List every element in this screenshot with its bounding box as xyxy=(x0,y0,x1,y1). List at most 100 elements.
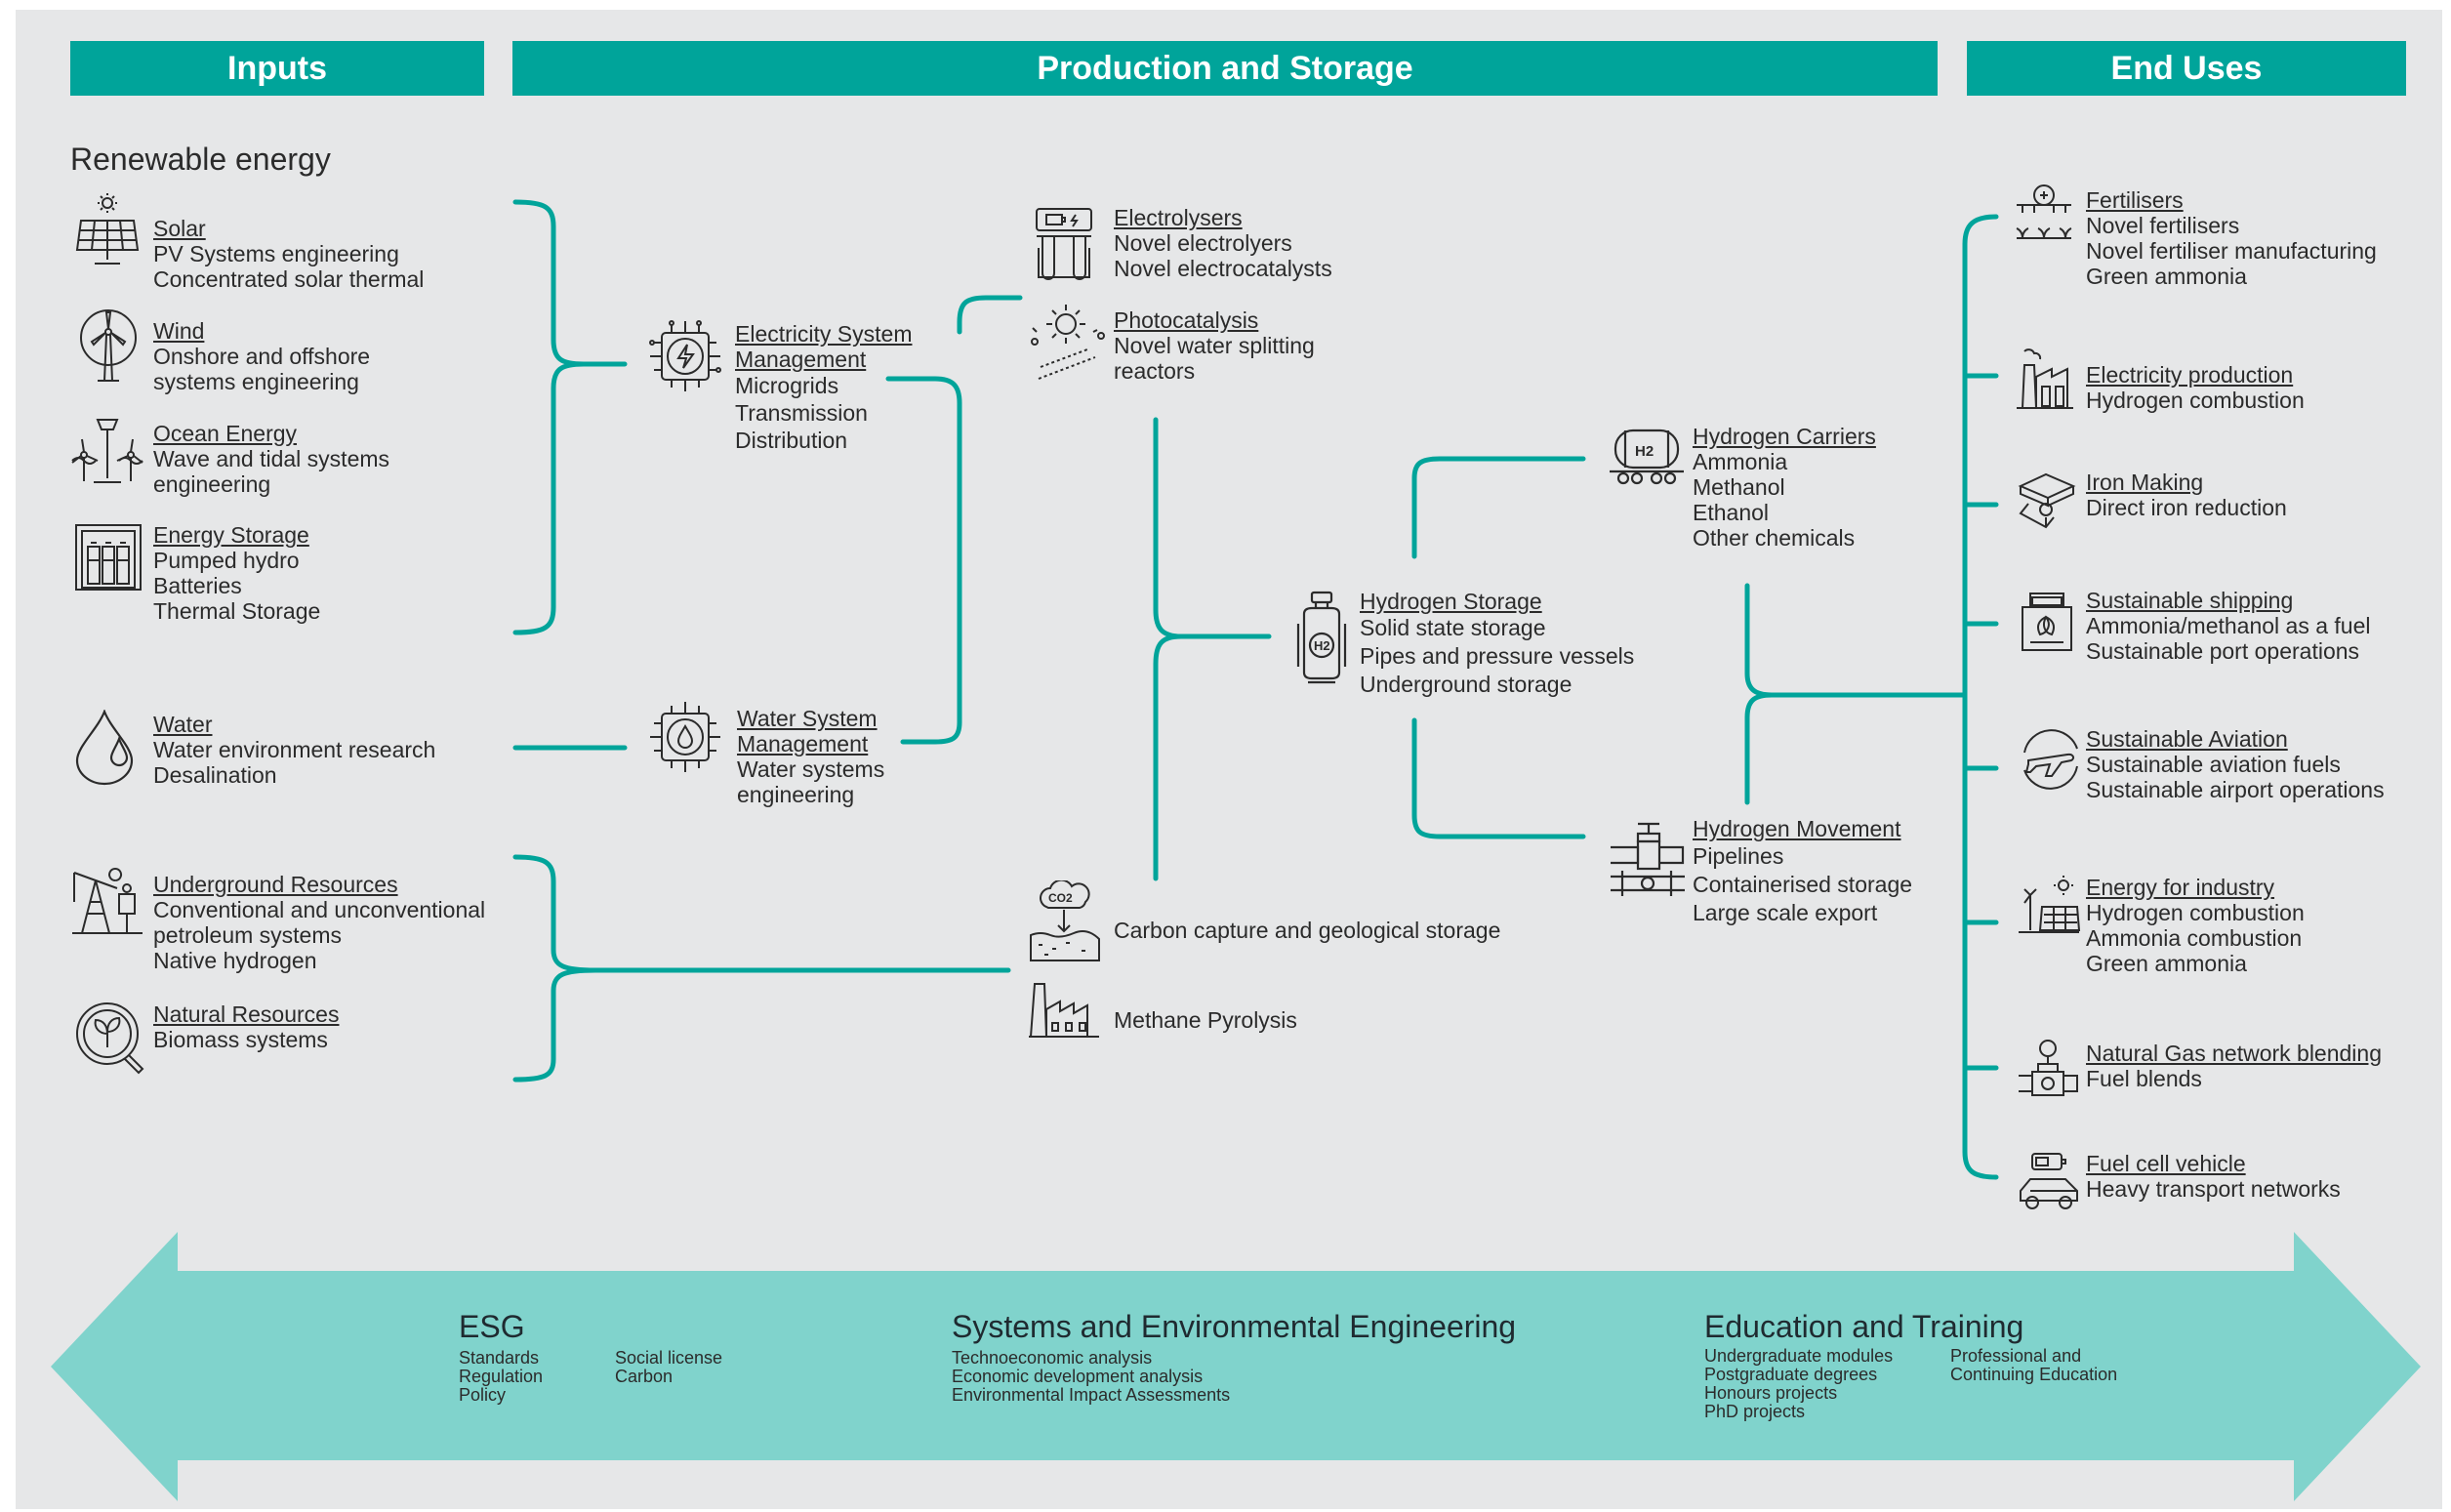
fcv-title[interactable]: Fuel cell vehicle xyxy=(2086,1151,2246,1176)
water-line-1: Water environment research xyxy=(153,737,436,762)
carriers-title[interactable]: Hydrogen Carriers xyxy=(1693,424,1876,449)
svg-text:H2: H2 xyxy=(1635,443,1654,460)
fertilisers-title[interactable]: Fertilisers xyxy=(2086,187,2184,213)
esg-col1-3: Policy xyxy=(459,1385,507,1405)
solar-line-1: PV Systems engineering xyxy=(153,241,399,266)
industry-line-2: Ammonia combustion xyxy=(2086,925,2303,951)
airplane-icon xyxy=(2019,727,2083,794)
movement-line-2: Containerised storage xyxy=(1693,872,1913,897)
h2storage-line-1: Solid state storage xyxy=(1360,615,1546,640)
gas-title[interactable]: Natural Gas network blending xyxy=(2086,1041,2382,1066)
wsm-title-2[interactable]: Management xyxy=(737,731,869,756)
photocatalysis-line-1: Novel water splitting xyxy=(1114,333,1315,358)
edu-col2-1: Professional and xyxy=(1950,1346,2082,1366)
h2storage-title[interactable]: Hydrogen Storage xyxy=(1360,589,1542,614)
esg-col1-1: Standards xyxy=(459,1348,540,1368)
end-use-electricity: Electricity production Hydrogen combusti… xyxy=(2086,362,2305,413)
end-uses-spine xyxy=(1962,214,1999,1180)
input-natural: Natural Resources Biomass systems xyxy=(153,1001,339,1052)
end-use-shipping: Sustainable shipping Ammonia/methanol as… xyxy=(2086,588,2371,664)
esg-col2-2: Carbon xyxy=(615,1367,674,1386)
production-photocatalysis: Photocatalysis Novel water splitting rea… xyxy=(1114,307,1315,384)
h2storage-line-3: Underground storage xyxy=(1360,672,1573,697)
pipeline-valve-icon xyxy=(1609,818,1685,898)
see-line-2: Economic development analysis xyxy=(952,1367,1204,1386)
renewable-brace xyxy=(512,199,628,635)
wsm-line-1: Water systems xyxy=(737,756,885,782)
underground-title[interactable]: Underground Resources xyxy=(153,872,398,897)
storage-line-2: Batteries xyxy=(153,573,242,598)
end-uses-brace xyxy=(1744,583,1967,805)
carriers-line-4: Other chemicals xyxy=(1693,525,1856,551)
esm-title-1[interactable]: Electricity System xyxy=(735,321,913,347)
shipping-line-1: Ammonia/methanol as a fuel xyxy=(2086,613,2371,638)
fuel-cell-car-icon xyxy=(2017,1152,2081,1216)
wind-title[interactable]: Wind xyxy=(153,318,205,344)
factory-icon xyxy=(1027,980,1101,1039)
h2storage-line-2: Pipes and pressure vessels xyxy=(1360,643,1635,669)
battery-storage-icon xyxy=(74,523,143,592)
natural-title[interactable]: Natural Resources xyxy=(153,1001,340,1027)
end-uses-header-label: End Uses xyxy=(2110,49,2263,87)
carriers-connector xyxy=(1411,456,1586,559)
wind-line-1: Onshore and offshore xyxy=(153,344,371,369)
shipping-title[interactable]: Sustainable shipping xyxy=(2086,588,2294,613)
production-header: Production and Storage xyxy=(512,41,1938,96)
esm-title-2[interactable]: Management xyxy=(735,347,867,372)
esg-col1-2: Regulation xyxy=(459,1367,544,1386)
end-use-aviation: Sustainable Aviation Sustainable aviatio… xyxy=(2086,726,2385,802)
ccs-text[interactable]: Carbon capture and geological storage xyxy=(1114,918,1501,943)
aviation-title[interactable]: Sustainable Aviation xyxy=(2086,726,2288,752)
industry-line-1: Hydrogen combustion xyxy=(2086,900,2305,925)
production-h2-storage: Hydrogen Storage Solid state storage Pip… xyxy=(1360,589,1634,699)
electrolysers-title[interactable]: Electrolysers xyxy=(1114,205,1243,230)
iron-title[interactable]: Iron Making xyxy=(2086,470,2204,495)
photocatalysis-title[interactable]: Photocatalysis xyxy=(1114,307,1259,333)
electric-chip-icon xyxy=(648,319,722,393)
solar-title[interactable]: Solar xyxy=(153,216,206,241)
electricity-line-1: Hydrogen combustion xyxy=(2086,388,2305,413)
tidal-turbine-icon xyxy=(70,418,144,486)
svg-text:CO2: CO2 xyxy=(1048,891,1073,905)
storage-title[interactable]: Energy Storage xyxy=(153,522,309,548)
input-solar: Solar PV Systems engineering Concentrate… xyxy=(153,216,424,292)
solar-line-2: Concentrated solar thermal xyxy=(153,266,425,292)
h2-tank-icon: H2 xyxy=(1294,591,1349,684)
production-esm: Electricity System Management Microgrids… xyxy=(735,321,912,454)
edu-col1-2: Postgraduate degrees xyxy=(1704,1365,1878,1384)
electricity-title[interactable]: Electricity production xyxy=(2086,362,2294,388)
industry-energy-icon xyxy=(2017,876,2081,934)
production-h2-carriers: Hydrogen Carriers Ammonia Methanol Ethan… xyxy=(1693,424,1876,551)
fertilisers-line-1: Novel fertilisers xyxy=(2086,213,2240,238)
shipping-line-2: Sustainable port operations xyxy=(2086,638,2360,664)
end-use-fertilisers: Fertilisers Novel fertilisers Novel fert… xyxy=(2086,187,2377,289)
carriers-line-1: Ammonia xyxy=(1693,449,1788,474)
wsm-title-1[interactable]: Water System xyxy=(737,706,878,731)
esg-col2-1: Social license xyxy=(615,1348,723,1368)
esm-line-2: Transmission xyxy=(735,400,868,426)
see-line-3: Environmental Impact Assessments xyxy=(952,1385,1231,1405)
wind-turbine-icon xyxy=(76,308,141,383)
edu-col2-2: Continuing Education xyxy=(1950,1365,2118,1384)
production-header-label: Production and Storage xyxy=(1037,49,1413,87)
iron-beam-icon xyxy=(2017,470,2077,531)
wsm-line-2: engineering xyxy=(737,782,855,807)
production-wsm: Water System Management Water systems en… xyxy=(737,706,884,807)
esg-title: ESG xyxy=(459,1309,525,1344)
underground-line-3: Native hydrogen xyxy=(153,948,317,973)
movement-title[interactable]: Hydrogen Movement xyxy=(1693,816,1901,841)
gas-valve-icon xyxy=(2017,1039,2079,1099)
storage-line-3: Thermal Storage xyxy=(153,598,321,624)
inputs-header-label: Inputs xyxy=(227,49,327,87)
industry-title[interactable]: Energy for industry xyxy=(2086,875,2275,900)
fertilisers-line-3: Green ammonia xyxy=(2086,264,2247,289)
electrolysers-line-1: Novel electrolyers xyxy=(1114,230,1292,256)
ocean-title[interactable]: Ocean Energy xyxy=(153,421,298,446)
edu-col1-3: Honours projects xyxy=(1704,1383,1838,1403)
water-title[interactable]: Water xyxy=(153,712,213,737)
esm-line-3: Distribution xyxy=(735,428,848,453)
fcv-line-1: Heavy transport networks xyxy=(2086,1176,2341,1202)
methane-text[interactable]: Methane Pyrolysis xyxy=(1114,1007,1297,1033)
input-wind: Wind Onshore and offshore systems engine… xyxy=(153,318,370,394)
